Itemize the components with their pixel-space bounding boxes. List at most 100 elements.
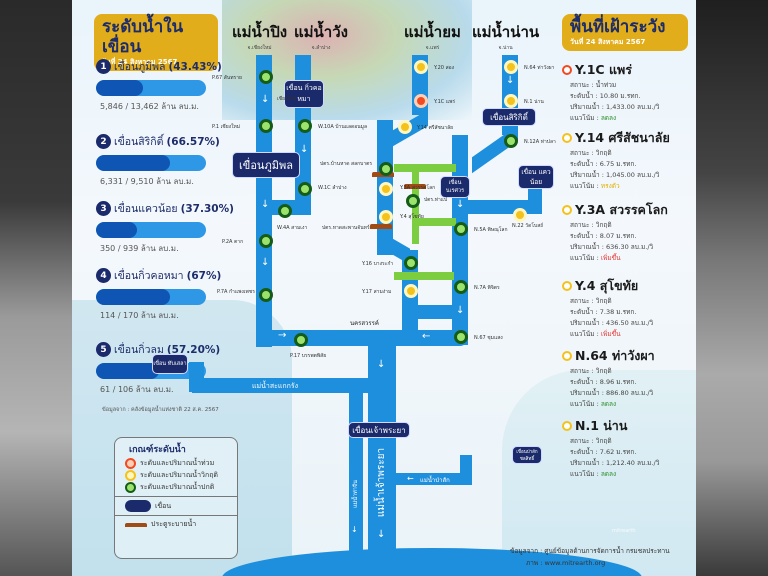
station-label: N.22 วัดโบสถ์ — [512, 223, 544, 229]
dam-capacity-fill — [96, 80, 144, 96]
dam-capacity-bar — [96, 155, 206, 171]
city-label-nakhon-sawan: นครสวรรค์ — [350, 320, 379, 327]
watch-status: สถานะ : น้ำท่วม — [570, 81, 617, 89]
dam-levels-date: วันที่ 24 สิงหาคม 2567 — [102, 58, 178, 66]
dam-capacity-bar — [96, 289, 206, 305]
flow-arrow-down-icon: ↓ — [261, 94, 270, 105]
watch-station-card: Y.1C แพร่ สถานะ : น้ำท่วม ระดับน้ำ : 10.… — [562, 60, 692, 124]
station-marker-flood[interactable] — [414, 94, 428, 108]
trend-label: แนวโน้ม : — [570, 182, 601, 190]
station-marker-critical[interactable] — [379, 210, 393, 224]
station-label: N.1 น่าน — [524, 99, 544, 105]
water-gate-icon — [404, 184, 426, 189]
legend: เกณฑ์ระดับน้ำ ระดับและปริมาณน้ำท่วม ระดั… — [114, 437, 238, 559]
footer-source: ข้อมูลจาก : ศูนย์ข้อมูลด้านการจัดการน้ำ … — [510, 547, 670, 555]
watch-flow: ปริมาณน้ำ : 1,212.40 ลบ.ม./วิ — [570, 459, 660, 467]
dam-box-naresuan: เขื่อน นเรศวร — [440, 176, 470, 198]
station-label: P.1 เชียงใหม่ — [212, 124, 241, 130]
trend-value: ลดลง — [600, 400, 617, 408]
station-marker-critical[interactable] — [414, 60, 428, 74]
station-marker-normal[interactable] — [298, 119, 312, 133]
station-marker-critical[interactable] — [504, 94, 518, 108]
dam-capacity-fill — [96, 363, 159, 379]
legend-label: ระดับและปริมาณน้ำปกติ — [140, 483, 215, 491]
legend-divider — [115, 515, 237, 516]
watch-water-level: ระดับน้ำ : 8.96 ม.รทก. — [570, 378, 637, 386]
station-marker-normal[interactable] — [454, 280, 468, 294]
station-marker-critical[interactable] — [379, 182, 393, 196]
station-marker-critical[interactable] — [513, 208, 527, 222]
station-label: N.67 ชุมแสง — [474, 335, 503, 341]
canal-yom-nan-2 — [412, 218, 456, 226]
station-label: P.7A กำแพงเพชร — [217, 289, 255, 295]
dam-volume: 61 / 106 ล้าน ลบ.ม. — [100, 385, 174, 394]
dam-number: 5 — [96, 342, 111, 357]
watch-station-card: Y.3A สวรรคโลก สถานะ : วิกฤติ ระดับน้ำ : … — [562, 200, 692, 264]
legend-item-critical: ระดับและปริมาณน้ำวิกฤติ — [125, 470, 237, 481]
legend-divider — [115, 496, 237, 497]
station-marker-critical[interactable] — [504, 60, 518, 74]
flow-arrow-down-icon: ↓ — [351, 525, 358, 534]
dam-box-pasak: เขื่อนป่าสัก ชลสิทธิ์ — [512, 446, 542, 464]
station-marker-normal[interactable] — [294, 333, 308, 347]
river-sakae-krang — [192, 378, 372, 393]
watch-trend: แนวโน้ม : ลดลง — [570, 399, 692, 410]
watch-status: สถานะ : วิกฤติ — [570, 297, 612, 305]
dam-number: 2 — [96, 134, 111, 149]
trend-label: แนวโน้ม : — [570, 470, 601, 478]
station-label: P.2A ตาก — [222, 239, 244, 245]
station-marker-normal[interactable] — [504, 134, 518, 148]
watch-station-name: Y.4 สุโขทัย — [575, 278, 639, 293]
watch-status: สถานะ : วิกฤติ — [570, 367, 612, 375]
green-ring-icon — [125, 482, 136, 493]
watch-trend: แนวโน้ม : เพิ่มขึ้น — [570, 329, 692, 340]
station-label: Y.3A สวรรคโลก — [400, 185, 436, 191]
yellow-ring-icon — [562, 281, 572, 291]
station-marker-normal[interactable] — [454, 222, 468, 236]
dam-capacity-fill — [96, 155, 170, 171]
footer: ข้อมูลจาก : ศูนย์ข้อมูลด้านการจัดการน้ำ … — [510, 545, 670, 569]
watch-status: สถานะ : วิกฤติ — [570, 149, 612, 157]
yellow-ring-icon — [562, 205, 572, 215]
station-label: N.12A ท่าปลา — [524, 139, 556, 145]
river-name: แม่น้ำยม — [404, 23, 461, 41]
river-nakhon-sawan-junction — [256, 330, 468, 346]
dam-number: 3 — [96, 201, 111, 216]
station-marker-critical[interactable] — [398, 120, 412, 134]
trend-value: ลดลง — [600, 114, 617, 122]
legend-item-dam: เขื่อน — [125, 500, 237, 512]
river-label-tha-chin: แม่น้ำท่าจีน — [352, 480, 359, 508]
station-marker-critical[interactable] — [404, 284, 418, 298]
station-marker-normal[interactable] — [406, 194, 420, 208]
legend-label: เขื่อน — [155, 501, 172, 510]
station-marker-normal[interactable] — [278, 204, 292, 218]
station-label: W.10A บ้านแลดอนมูล — [318, 124, 368, 130]
watch-area-date: วันที่ 24 สิงหาคม 2567 — [570, 38, 646, 46]
station-marker-normal[interactable] — [259, 288, 273, 302]
station-marker-normal[interactable] — [379, 162, 393, 176]
yellow-ring-icon — [562, 351, 572, 361]
watch-status: สถานะ : วิกฤติ — [570, 437, 612, 445]
river-name: แม่น้ำวัง — [294, 23, 348, 41]
station-marker-normal[interactable] — [259, 119, 273, 133]
river-title-yom: แม่น้ำยมจ.แพร่ — [404, 20, 461, 52]
dam-name: เขื่อนกิ่วลม — [114, 344, 164, 356]
watch-flow: ปริมาณน้ำ : 1,045.00 ลบ.ม./วิ — [570, 171, 660, 179]
dam-volume: 6,331 / 9,510 ล้าน ลบ.ม. — [100, 177, 194, 186]
watch-trend: แนวโน้ม : ลดลง — [570, 113, 692, 124]
station-label: Y.14 ศรีสัชนาลัย — [417, 125, 454, 131]
watch-flow: ปริมาณน้ำ : 1,433.00 ลบ.ม./วิ — [570, 103, 660, 111]
station-marker-normal[interactable] — [404, 256, 418, 270]
station-marker-normal[interactable] — [259, 234, 273, 248]
gate-shape-icon — [125, 522, 147, 527]
canal-yom-nan-3 — [394, 272, 454, 280]
station-marker-normal[interactable] — [298, 182, 312, 196]
station-marker-normal[interactable] — [259, 70, 273, 84]
station-label: W.1C ลำปาง — [318, 185, 347, 191]
river-title-ping: แม่น้ำปิงจ.เชียงใหม่ — [232, 20, 287, 52]
river-name: แม่น้ำปิง — [232, 23, 288, 41]
station-marker-normal[interactable] — [454, 330, 468, 344]
watch-flow: ปริมาณน้ำ : 636.30 ลบ.ม./วิ — [570, 243, 654, 251]
infographic-panel: ระดับน้ำในเขื่อน วันที่ 24 สิงหาคม 2567 … — [72, 0, 696, 576]
station-label: Y.4 สุโขทัย — [400, 214, 424, 220]
